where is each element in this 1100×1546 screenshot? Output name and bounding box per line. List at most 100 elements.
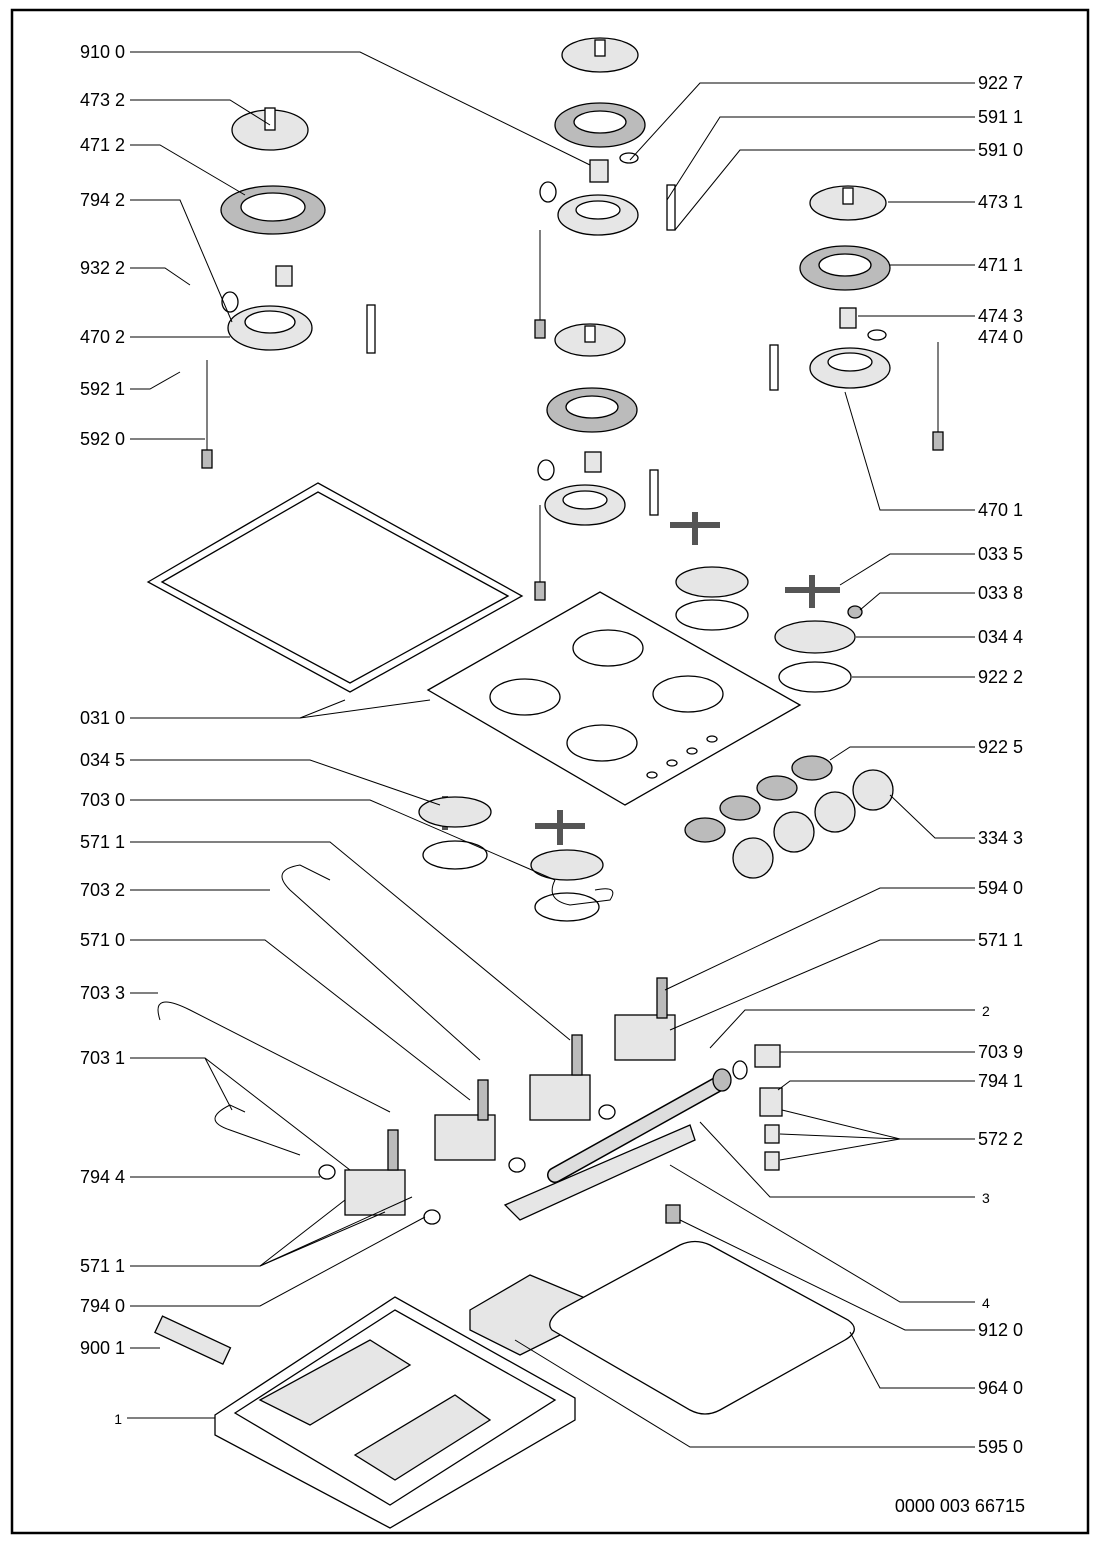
part-label: 3	[982, 1190, 990, 1206]
clamp-part	[154, 1315, 232, 1366]
part-label: 964 0	[978, 1378, 1023, 1398]
leader-line	[130, 939, 471, 1101]
leader-line	[130, 199, 233, 323]
leader-line	[669, 939, 975, 1031]
part-label: 473 1	[978, 192, 1023, 212]
part-label: 571 1	[80, 1256, 125, 1276]
leader-line	[299, 699, 431, 719]
knobs-and-bezels	[684, 755, 894, 879]
leader-line	[679, 1219, 975, 1331]
leader-lines	[127, 51, 975, 1448]
part-label: 1	[114, 1411, 122, 1427]
burner-hole	[572, 629, 644, 667]
parts-drawing	[146, 37, 944, 1529]
leader-line	[204, 1057, 233, 1111]
part-label: 595 0	[978, 1437, 1023, 1457]
part-label: 471 2	[80, 135, 125, 155]
part-label: 703 2	[80, 880, 125, 900]
part-label: 794 2	[80, 190, 125, 210]
part-label: 474 3	[978, 306, 1023, 326]
leader-line	[777, 1080, 975, 1091]
part-label: 571 1	[978, 930, 1023, 950]
part-label: 594 0	[978, 878, 1023, 898]
part-label: 922 7	[978, 73, 1023, 93]
leader-line	[130, 99, 271, 126]
part-label: 900 1	[80, 1338, 125, 1358]
leader-line	[130, 144, 246, 196]
part-label: 910 0	[80, 42, 125, 62]
part-label: 703 3	[80, 983, 125, 1003]
leader-line	[844, 391, 975, 511]
part-labels: 910 0 473 2 471 2 794 2 932 2 470 2 592 1 592 0…	[80, 42, 1023, 1457]
burner-hole	[566, 724, 638, 762]
seal-part	[549, 1240, 855, 1415]
part-label: 470 1	[978, 500, 1023, 520]
part-label: 033 5	[978, 544, 1023, 564]
leader-line	[889, 794, 975, 839]
leader-line	[669, 1164, 975, 1303]
leader-line	[130, 699, 346, 719]
burner-caps-and-rings	[418, 566, 863, 922]
part-label: 591 1	[978, 107, 1023, 127]
glass-cover-inner	[160, 491, 510, 684]
part-label: 591 0	[978, 140, 1023, 160]
part-label: 033 8	[978, 583, 1023, 603]
part-label: 794 0	[80, 1296, 125, 1316]
part-label: 592 1	[80, 379, 125, 399]
leader-line	[130, 799, 556, 881]
leader-line	[130, 841, 571, 1041]
part-label: 703 0	[80, 790, 125, 810]
burner-assembly-left	[201, 107, 376, 469]
frame-border	[10, 8, 1090, 1535]
burner-assembly-center-top	[534, 37, 676, 339]
gas-valves	[318, 977, 676, 1225]
knob-holes	[646, 735, 718, 779]
part-label: 932 2	[80, 258, 125, 278]
leader-line	[666, 116, 975, 201]
part-label: 912 0	[978, 1320, 1023, 1340]
leader-line	[699, 1121, 975, 1198]
part-label: 474 0	[978, 327, 1023, 347]
part-label: 034 4	[978, 627, 1023, 647]
part-label: 922 5	[978, 737, 1023, 757]
leader-line	[849, 1331, 975, 1389]
part-label: 470 2	[80, 327, 125, 347]
leader-line	[130, 267, 191, 286]
part-label: 794 1	[978, 1071, 1023, 1091]
burner-assembly-right	[769, 185, 944, 451]
leader-line	[664, 887, 975, 991]
part-label: 2	[982, 1003, 990, 1019]
leader-line	[709, 1009, 975, 1049]
leader-line	[130, 1216, 426, 1307]
burner-hole	[652, 675, 724, 713]
part-label: 031 0	[80, 708, 125, 728]
part-label: 471 1	[978, 255, 1023, 275]
leader-line	[839, 553, 975, 586]
part-label: 334 3	[978, 828, 1023, 848]
leader-line	[829, 746, 975, 761]
leader-line	[130, 1199, 346, 1267]
cooktop-panel-part	[426, 591, 802, 806]
gas-manifold	[503, 1044, 783, 1224]
leader-line	[629, 82, 975, 161]
part-label: 922 2	[978, 667, 1023, 687]
leader-line	[779, 1133, 901, 1140]
leader-line	[779, 1138, 901, 1161]
leader-line	[859, 592, 975, 611]
burner-hole	[489, 678, 561, 716]
part-label: 571 0	[80, 930, 125, 950]
leader-line	[130, 51, 591, 166]
part-label: 034 5	[80, 750, 125, 770]
leader-line	[259, 1196, 413, 1267]
burner-assembly-center-bottom	[534, 323, 659, 601]
part-label: 592 0	[80, 429, 125, 449]
leader-line	[130, 371, 181, 390]
part-label: 473 2	[80, 90, 125, 110]
part-label: 572 2	[978, 1129, 1023, 1149]
leader-line	[674, 149, 975, 231]
part-label: 703 1	[80, 1048, 125, 1068]
leader-line	[781, 1109, 975, 1140]
leader-line	[130, 759, 441, 806]
part-label: 571 1	[80, 832, 125, 852]
